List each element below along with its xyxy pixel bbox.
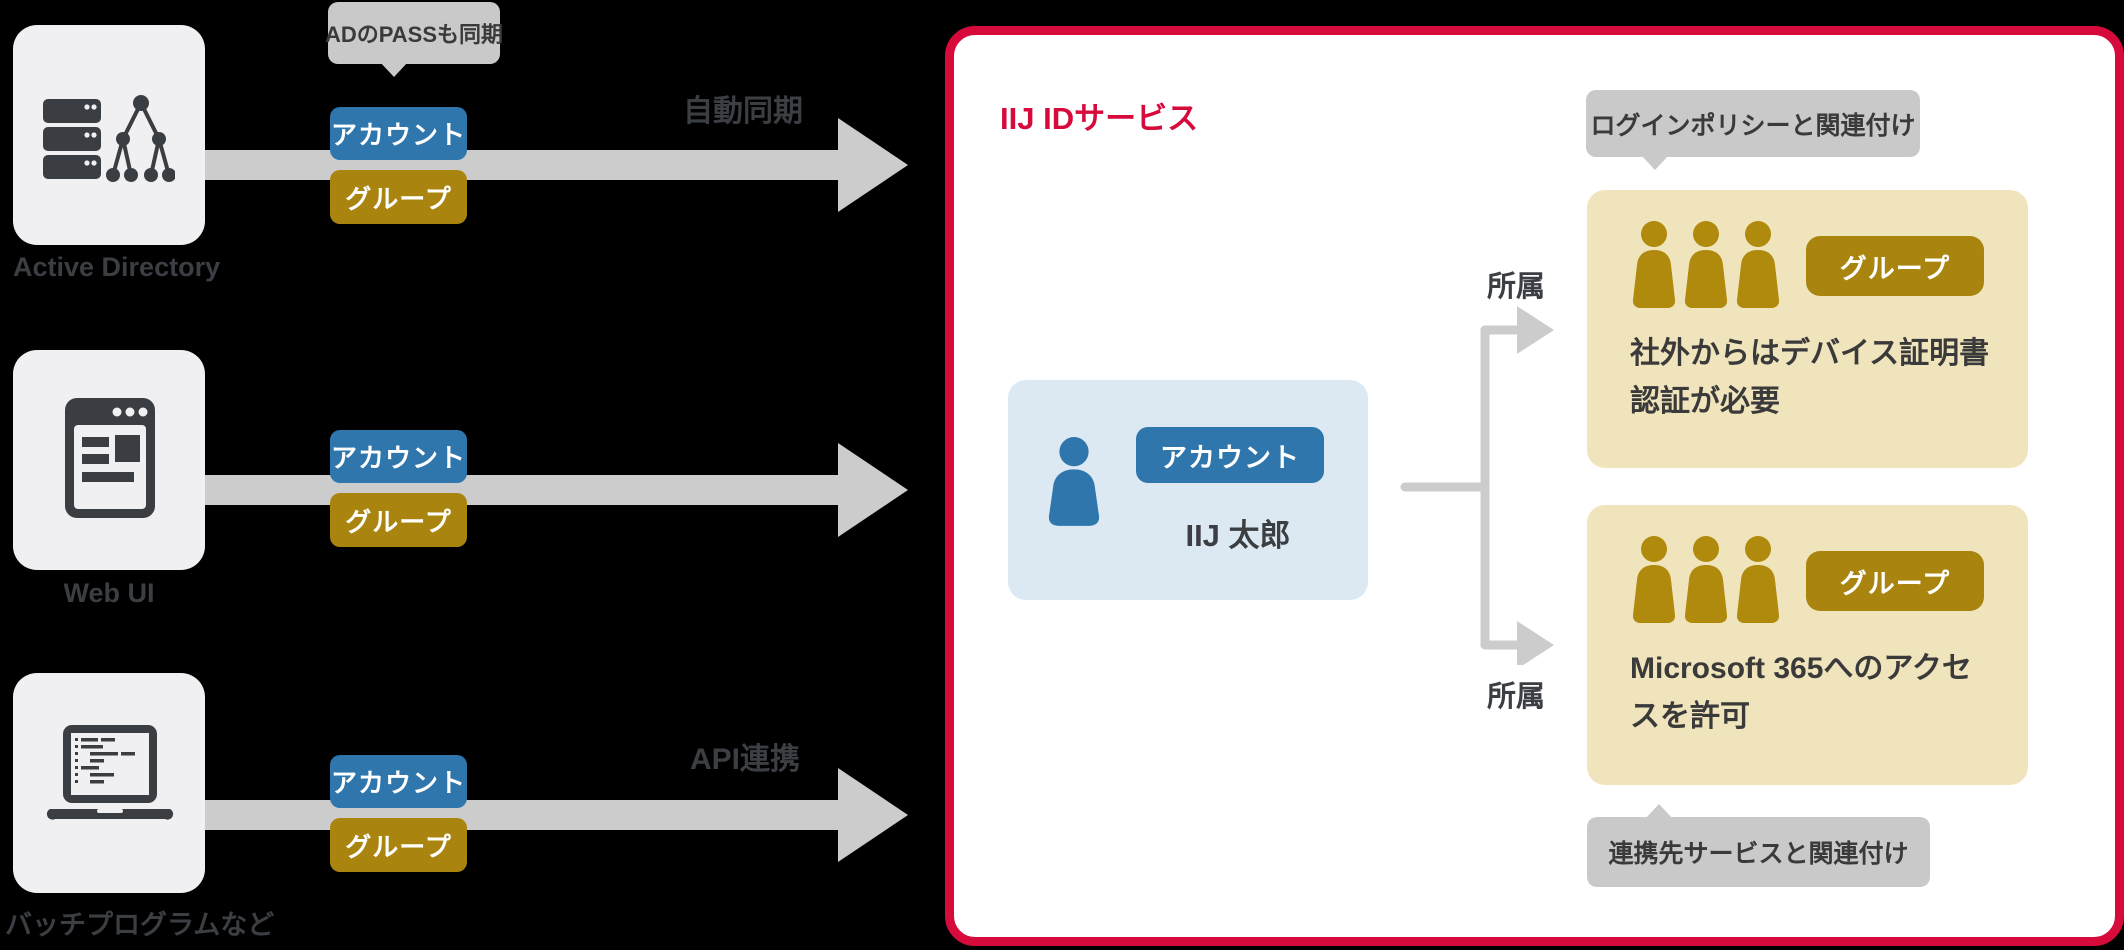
group-badge: グループ bbox=[330, 818, 467, 872]
login-policy-tooltip: ログインポリシーと関連付け bbox=[1586, 90, 1920, 170]
auto-sync-arrow-shaft bbox=[205, 150, 838, 180]
group-badge: グループ bbox=[330, 170, 467, 224]
group-badge: グループ bbox=[330, 493, 467, 547]
server-tree-icon bbox=[43, 95, 175, 182]
tooltip-tail bbox=[380, 62, 408, 77]
group-box-device-cert: グループ 社外からはデバイス証明書認証が必要 bbox=[1587, 190, 2028, 468]
account-badge: アカウント bbox=[330, 755, 467, 808]
group-policy-text: Microsoft 365へのアクセスを許可 bbox=[1630, 652, 1972, 733]
login-policy-tooltip-text: ログインポリシーと関連付け bbox=[1590, 111, 1916, 140]
account-name: IIJ 太郎 bbox=[1185, 518, 1291, 553]
web-ui-box bbox=[13, 350, 205, 570]
api-arrow-head bbox=[838, 768, 908, 862]
group-badge: グループ bbox=[1806, 551, 1984, 611]
person-icon bbox=[1048, 437, 1100, 526]
account-badge: アカウント bbox=[1136, 427, 1324, 483]
tooltip-tail bbox=[1645, 804, 1673, 819]
service-title: IIJ IDサービス bbox=[1000, 101, 1199, 136]
linked-service-tooltip: 連携先サービスと関連付け bbox=[1587, 804, 1930, 887]
batch-program-box bbox=[13, 673, 205, 893]
account-badge: アカウント bbox=[330, 430, 467, 483]
membership-label: 所属 bbox=[1486, 681, 1545, 713]
ad-pass-sync-tooltip: ADのPASSも同期 bbox=[324, 2, 504, 77]
sync-arrow-shaft bbox=[205, 475, 838, 505]
active-directory-box bbox=[13, 25, 205, 245]
group-badge: グループ bbox=[1806, 236, 1984, 296]
api-arrow-shaft bbox=[205, 800, 838, 830]
ad-pass-sync-tooltip-text: ADのPASSも同期 bbox=[324, 22, 504, 47]
auto-sync-arrow-head bbox=[838, 118, 908, 212]
linked-service-tooltip-text: 連携先サービスと関連付け bbox=[1608, 840, 1909, 868]
group-policy-text: 社外からはデバイス証明書認証が必要 bbox=[1630, 337, 1990, 418]
membership-connector bbox=[1400, 306, 1554, 665]
people-group-icon bbox=[1632, 536, 1780, 623]
browser-window-icon bbox=[65, 398, 155, 518]
active-directory-label: Active Directory bbox=[13, 252, 221, 282]
account-badge: アカウント bbox=[330, 107, 467, 160]
api-link-label: API連携 bbox=[690, 743, 801, 776]
iij-id-service-box: IIJ IDサービス アカウント IIJ 太郎 所属 所属 bbox=[945, 26, 2124, 946]
account-card: アカウント IIJ 太郎 bbox=[1008, 380, 1368, 600]
people-group-icon bbox=[1632, 221, 1780, 308]
sync-arrow-head bbox=[838, 443, 908, 537]
tooltip-tail bbox=[1641, 155, 1669, 170]
membership-label: 所属 bbox=[1486, 271, 1545, 303]
laptop-code-icon bbox=[46, 725, 174, 820]
group-box-m365-access: グループ Microsoft 365へのアクセスを許可 bbox=[1587, 505, 2028, 785]
auto-sync-label: 自動同期 bbox=[683, 95, 803, 128]
batch-program-label: バッチプログラムなど bbox=[5, 910, 275, 940]
web-ui-label: Web UI bbox=[63, 578, 155, 608]
